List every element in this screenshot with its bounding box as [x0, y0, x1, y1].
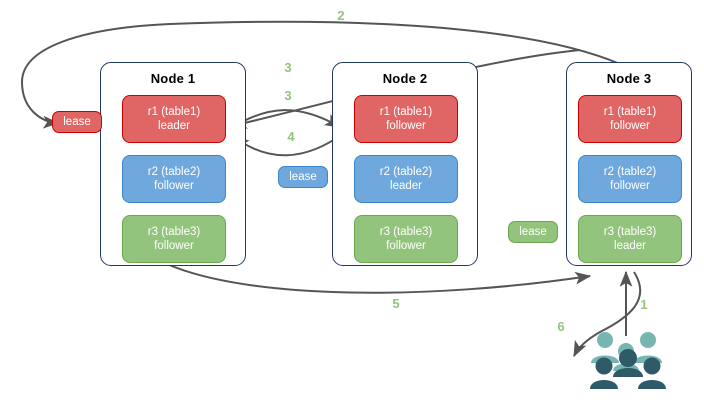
node-1-replica-r2-table2[interactable]: r2 (table2) follower: [122, 155, 226, 203]
replica-line2: leader: [158, 120, 190, 132]
node-3-replica-r3-table3[interactable]: r3 (table3) leader: [578, 215, 682, 263]
node-1-box[interactable]: Node 1 r1 (table1) leader r2 (table2) fo…: [100, 62, 246, 266]
replica-line2: leader: [614, 240, 646, 252]
replica-line2: follower: [154, 240, 194, 252]
replica-line1: r3 (table3): [603, 226, 657, 238]
replica-line2: follower: [610, 120, 650, 132]
replica-line1: r1 (table1): [603, 106, 657, 118]
step-label-5: 5: [392, 296, 400, 311]
replica-line1: r2 (table2): [603, 166, 657, 178]
lease-badge-green[interactable]: lease: [508, 221, 558, 243]
replica-line2: follower: [610, 180, 650, 192]
node-2-title: Node 2: [382, 71, 428, 86]
replica-line2: follower: [154, 180, 194, 192]
step-label-1: 1: [640, 297, 648, 312]
step-label-4: 4: [287, 129, 295, 144]
node-3-title: Node 3: [606, 71, 652, 86]
node-2-replica-r1-table1[interactable]: r1 (table1) follower: [354, 95, 458, 143]
replica-line1: r1 (table1): [147, 106, 201, 118]
step-label-2: 2: [337, 8, 345, 23]
node-3-box[interactable]: Node 3 r1 (table1) follower r2 (table2) …: [566, 62, 692, 266]
step-label-3b: 3: [284, 88, 292, 103]
node-1-replica-r3-table3[interactable]: r3 (table3) follower: [122, 215, 226, 263]
node-2-box[interactable]: Node 2 r1 (table1) follower r2 (table2) …: [332, 62, 478, 266]
lease-badge-red[interactable]: lease: [52, 111, 102, 133]
replica-line1: r2 (table2): [379, 166, 433, 178]
edge-5-node1-to-node3: [166, 263, 592, 294]
replica-line1: r3 (table3): [379, 226, 433, 238]
replica-line1: r3 (table3): [147, 226, 201, 238]
replica-line1: r1 (table1): [379, 106, 433, 118]
node-3-replica-r2-table2[interactable]: r2 (table2) follower: [578, 155, 682, 203]
replica-line1: r2 (table2): [147, 166, 201, 178]
node-3-replica-r1-table1[interactable]: r1 (table1) follower: [578, 95, 682, 143]
lease-badge-blue[interactable]: lease: [278, 166, 328, 188]
node-1-title: Node 1: [150, 71, 196, 86]
replica-line2: follower: [386, 240, 426, 252]
users-group-icon: [590, 332, 666, 389]
step-label-3a: 3: [284, 60, 292, 75]
replica-line2: follower: [386, 120, 426, 132]
node-1-replica-r1-table1[interactable]: r1 (table1) leader: [122, 95, 226, 143]
replica-line2: leader: [390, 180, 422, 192]
step-label-6: 6: [557, 319, 565, 334]
node-2-replica-r3-table3[interactable]: r3 (table3) follower: [354, 215, 458, 263]
node-2-replica-r2-table2[interactable]: r2 (table2) leader: [354, 155, 458, 203]
